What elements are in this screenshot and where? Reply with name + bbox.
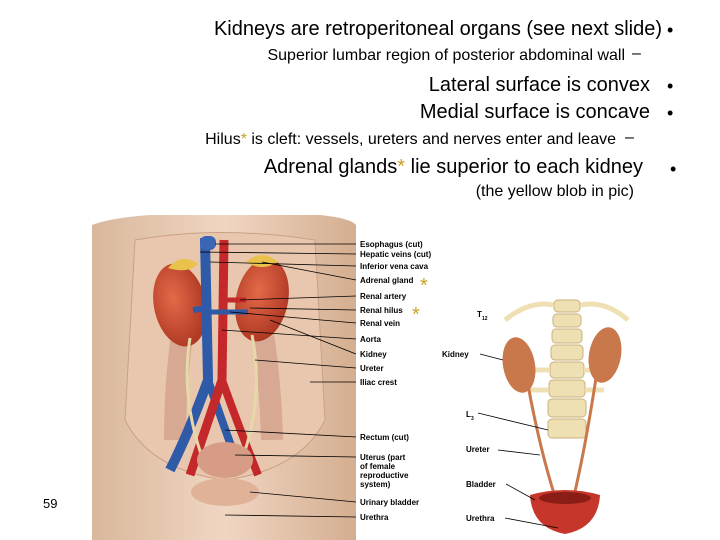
label-aorta: Aorta bbox=[360, 335, 381, 344]
leader-line bbox=[477, 412, 549, 431]
label-renal-artery: Renal artery bbox=[360, 292, 407, 301]
label-kidney: Kidney bbox=[360, 350, 387, 359]
label-t12-sub: 12 bbox=[482, 316, 488, 322]
label-l3: L bbox=[466, 410, 471, 419]
leader-line bbox=[209, 261, 357, 267]
vertebra bbox=[552, 313, 582, 328]
leader-line bbox=[254, 359, 357, 369]
bullet-3: Medial surface is concave bbox=[419, 101, 650, 123]
leader-line bbox=[199, 251, 357, 255]
leader-line bbox=[497, 449, 541, 456]
ureter-left bbox=[185, 337, 207, 466]
label-uterus-3: reproductive bbox=[360, 471, 409, 480]
label-urethra: Urethra bbox=[360, 513, 389, 522]
leader-line bbox=[249, 491, 357, 503]
leader-line bbox=[479, 353, 504, 361]
leader-line bbox=[224, 429, 357, 438]
vertebra bbox=[549, 361, 585, 379]
vertebra bbox=[548, 379, 586, 398]
label-renal-vein: Renal vein bbox=[360, 319, 400, 328]
leader-line bbox=[234, 454, 357, 458]
sub-bullet-marker: – bbox=[625, 129, 634, 146]
label-ureter-right: Ureter bbox=[466, 445, 490, 454]
leader-line bbox=[505, 483, 536, 501]
note: (the yellow blob in pic) bbox=[475, 183, 634, 200]
label-urethra-right: Urethra bbox=[466, 514, 495, 523]
kidney-right-small bbox=[588, 327, 622, 383]
kidney-left bbox=[153, 263, 207, 347]
leader-line bbox=[239, 295, 357, 301]
urinary-bladder bbox=[191, 478, 259, 506]
label-hepatic-veins: Hepatic veins (cut) bbox=[360, 250, 431, 259]
iliac-artery bbox=[218, 378, 262, 477]
ureter-right-small bbox=[571, 377, 598, 501]
label-iliac-crest: Iliac crest bbox=[360, 378, 397, 387]
esophagus bbox=[200, 236, 216, 250]
rib-right bbox=[580, 301, 630, 322]
label-adrenal-gland: Adrenal gland bbox=[360, 276, 413, 285]
label-l3-sub: 3 bbox=[471, 416, 474, 422]
vertebra bbox=[553, 299, 581, 313]
label-inferior-vena-cava: Inferior vena cava bbox=[360, 262, 429, 271]
hilus-star: * bbox=[412, 304, 420, 326]
slide-number: 59 bbox=[43, 496, 58, 511]
leader-line bbox=[229, 311, 357, 324]
leader-line bbox=[269, 319, 357, 355]
label-bladder: Bladder bbox=[466, 480, 496, 489]
label-uterus-1: Uterus (part bbox=[360, 453, 406, 462]
leader-line bbox=[261, 261, 357, 281]
bullet-marker: • bbox=[667, 20, 674, 40]
kidney-left-small bbox=[502, 337, 536, 393]
uterus bbox=[197, 442, 253, 478]
ureter-left-small bbox=[526, 384, 558, 501]
leader-line bbox=[224, 514, 357, 518]
kidney-right bbox=[235, 258, 289, 342]
leader-line bbox=[221, 329, 357, 340]
label-uterus-4: system) bbox=[360, 480, 391, 489]
bladder-opening bbox=[539, 492, 591, 504]
vertebra bbox=[551, 328, 583, 344]
leader-line bbox=[504, 517, 559, 529]
adrenal-gland-left bbox=[168, 258, 198, 271]
vertebra bbox=[547, 398, 587, 418]
label-uterus-2: of female bbox=[360, 462, 396, 471]
label-esophagus: Esophagus (cut) bbox=[360, 240, 423, 249]
vertebra bbox=[550, 344, 584, 361]
vertebra bbox=[547, 418, 587, 439]
sub-bullet-marker: – bbox=[632, 45, 641, 62]
rib-left bbox=[503, 301, 554, 322]
adrenal-star: * bbox=[420, 275, 428, 297]
leader-line bbox=[249, 307, 357, 311]
bullet-2: Lateral surface is convex bbox=[428, 74, 650, 96]
sub-bullet-2: Hilus* is cleft: vessels, ureters and ne… bbox=[205, 131, 616, 148]
bullet-marker: • bbox=[670, 159, 677, 179]
renal-vein-left bbox=[192, 305, 208, 313]
label-renal-hilus: Renal hilus bbox=[360, 306, 403, 315]
sub-bullet-1: Superior lumbar region of posterior abdo… bbox=[267, 47, 625, 64]
label-t12: T bbox=[477, 310, 482, 319]
bullet-1: Kidneys are retroperitoneal organs (see … bbox=[213, 18, 662, 40]
bullet-marker: • bbox=[667, 76, 674, 96]
bullet-4: Adrenal glands* lie superior to each kid… bbox=[263, 156, 643, 178]
label-urinary-bladder: Urinary bladder bbox=[360, 498, 419, 507]
label-rectum: Rectum (cut) bbox=[360, 433, 409, 442]
label-ureter: Ureter bbox=[360, 364, 384, 373]
label-kidney-right: Kidney bbox=[442, 350, 469, 359]
bullet-marker: • bbox=[667, 103, 674, 123]
